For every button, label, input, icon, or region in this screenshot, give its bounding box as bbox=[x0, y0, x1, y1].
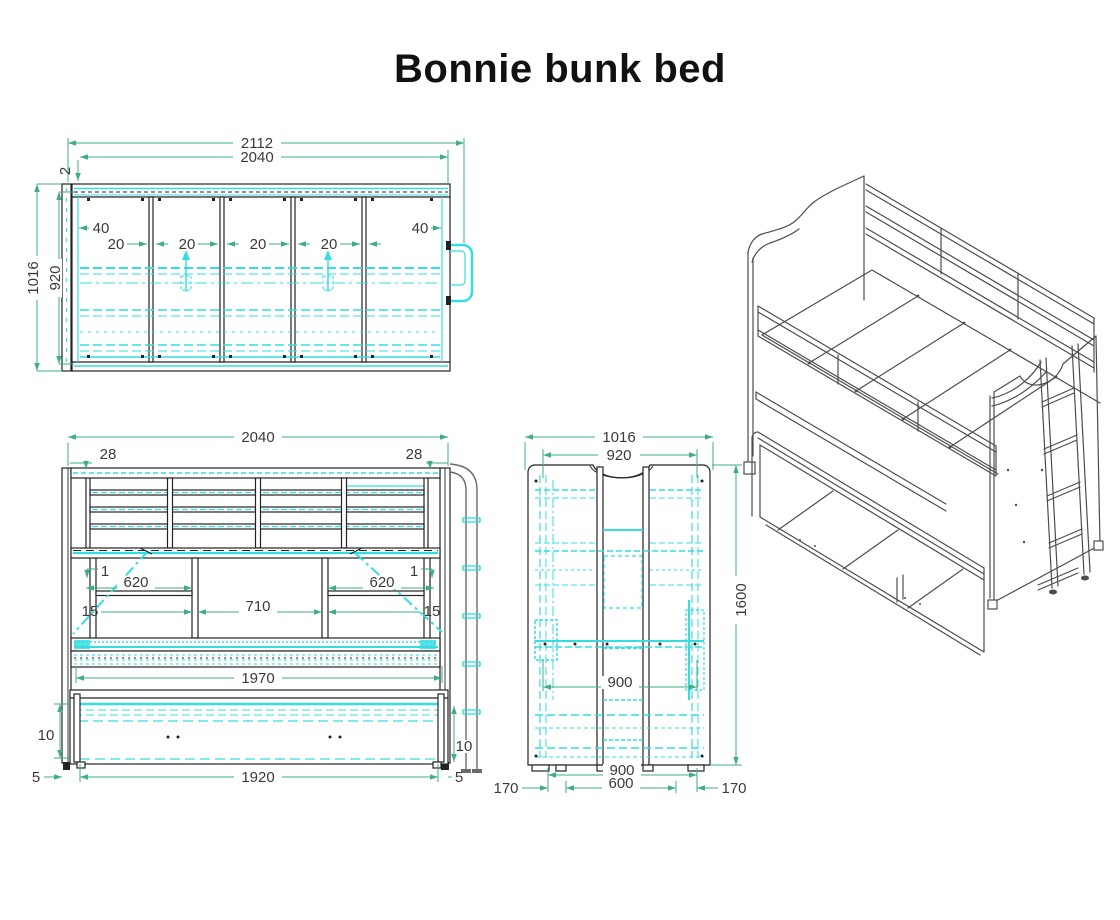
dim-top-gap-3: 20 bbox=[250, 236, 267, 253]
top-view: 2112 2040 2 1016 920 bbox=[25, 135, 474, 372]
dim-side-base-inner: 600 bbox=[608, 775, 633, 792]
ladder-front bbox=[449, 463, 482, 773]
dim-top-depth-overall: 1016 bbox=[25, 261, 42, 294]
dim-front-foot-right: 5 bbox=[455, 769, 463, 786]
dim-top-gap-4: 20 bbox=[321, 236, 338, 253]
side-view-structure bbox=[527, 464, 711, 772]
top-view-dimensions: 2112 2040 2 1016 920 bbox=[25, 135, 465, 372]
dim-front-inset-right: 1 bbox=[410, 563, 418, 580]
dim-top-gap-2: 20 bbox=[179, 236, 196, 253]
dim-side-bed-depth: 900 bbox=[607, 674, 632, 691]
side-view-dimensions: 1016 920 1600 900 bbox=[493, 429, 750, 797]
dim-top-depth-inner: 920 bbox=[47, 265, 64, 290]
dim-front-cubby-right: 620 bbox=[369, 574, 394, 591]
dim-front-post-right: 28 bbox=[406, 446, 423, 463]
dim-side-offset-left: 170 bbox=[493, 780, 518, 797]
dim-front-cubby-center: 710 bbox=[245, 598, 270, 615]
dim-top-depth-overall-wrap: 1016 bbox=[25, 256, 42, 300]
page-title: Bonnie bunk bed bbox=[394, 47, 726, 91]
dim-front-inset-left: 1 bbox=[101, 563, 109, 580]
iso-ladder bbox=[991, 343, 1091, 595]
drawer-handle bbox=[446, 241, 474, 305]
dim-top-margin-left: 40 bbox=[93, 220, 110, 237]
dim-top-margin-right: 40 bbox=[412, 220, 429, 237]
dim-side-height: 1600 bbox=[733, 583, 750, 616]
dim-top-overall-width: 2112 bbox=[241, 135, 273, 152]
dim-top-inner-width: 2040 bbox=[240, 149, 273, 166]
dim-front-bed-length: 1970 bbox=[241, 670, 274, 687]
side-view: 1016 920 1600 900 bbox=[493, 429, 750, 797]
dim-top-edge-gap: 2 bbox=[57, 167, 74, 175]
top-view-structure bbox=[61, 183, 474, 372]
dim-top-depth-inner-wrap: 920 bbox=[47, 259, 64, 297]
dim-side-offset-right: 170 bbox=[721, 780, 746, 797]
dim-front-gap-right: 10 bbox=[456, 738, 473, 755]
dim-side-depth-inner: 920 bbox=[606, 447, 631, 464]
dim-side-depth-overall: 1016 bbox=[602, 429, 635, 446]
front-view: 2040 28 28 1 1 620 620 15 bbox=[32, 429, 482, 786]
dim-top-gap-1: 20 bbox=[108, 236, 125, 253]
fastener-dots bbox=[87, 198, 433, 358]
dim-side-base-span: 900 bbox=[609, 762, 634, 779]
front-view-dimensions: 2040 28 28 1 1 620 620 15 bbox=[32, 429, 473, 786]
dim-front-post-left: 28 bbox=[100, 446, 117, 463]
dim-front-rail-left: 15 bbox=[82, 603, 99, 620]
clip-marks bbox=[180, 250, 334, 292]
dim-front-foot-left: 5 bbox=[32, 769, 40, 786]
dim-front-gap-left: 10 bbox=[38, 727, 55, 744]
dim-front-cubby-left: 620 bbox=[123, 574, 148, 591]
front-view-structure bbox=[61, 463, 482, 773]
dim-front-rail-right: 15 bbox=[424, 603, 441, 620]
dim-front-trundle-length: 1920 bbox=[241, 769, 274, 786]
isometric-view bbox=[743, 175, 1104, 656]
dim-side-height-wrap: 1600 bbox=[733, 576, 750, 624]
dim-front-width: 2040 bbox=[241, 429, 274, 446]
